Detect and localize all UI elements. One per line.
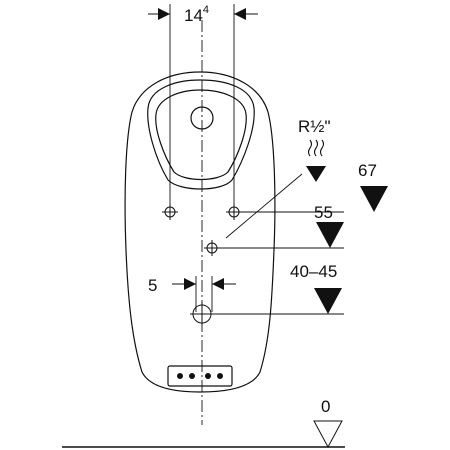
dimension-top-label: 144 [184, 4, 209, 25]
spacing-arrow-left [184, 278, 196, 290]
dim-arrow-left [158, 8, 170, 20]
drain-grille [177, 373, 223, 379]
height-marker-40-45 [314, 288, 342, 314]
urinal-outline [124, 71, 276, 393]
floor-level-label: 0 [321, 397, 330, 416]
height-label-67: 67 [358, 161, 377, 180]
leader-thread [225, 173, 303, 239]
height-marker-67 [360, 186, 388, 212]
height-label-55: 55 [314, 203, 333, 222]
thread-height-marker [306, 166, 326, 182]
urinal-bowl-inner [155, 89, 247, 181]
floor-level-marker [313, 420, 343, 449]
drain-connection-point-icon [190, 302, 214, 326]
dimension-spacing-label: 5 [148, 276, 157, 295]
water-waves-icon [307, 139, 325, 157]
urinal-bowl [147, 79, 255, 190]
drain-box [167, 365, 233, 387]
spacing-arrow-right [212, 278, 224, 290]
thread-label: R½" [298, 117, 331, 136]
dim-arrow-right [234, 8, 246, 20]
height-label-40-45: 40–45 [290, 262, 337, 281]
height-marker-55 [316, 222, 344, 248]
mount-point-left-icon [162, 204, 178, 220]
